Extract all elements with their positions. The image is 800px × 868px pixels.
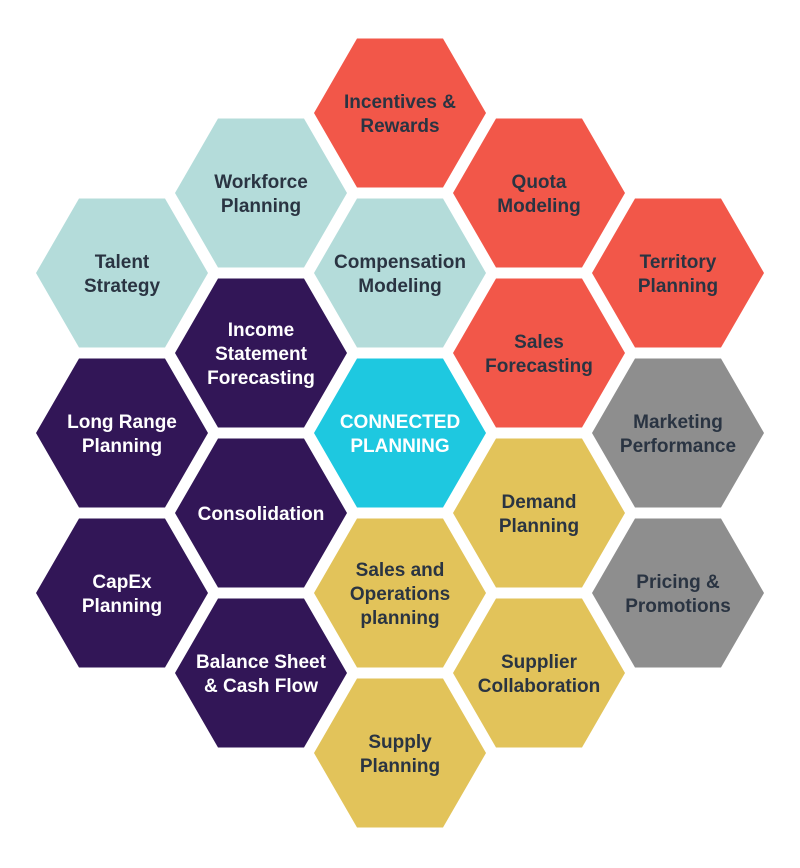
hexagon-marketing-performance xyxy=(592,358,764,508)
hex-label-consolidation-line-1: Consolidation xyxy=(198,504,325,525)
hex-cell-consolidation: Consolidation xyxy=(175,438,347,588)
hex-label-long-range-planning-line-1: Long Range xyxy=(67,412,177,433)
hexagon-capex-planning xyxy=(36,518,208,668)
hex-cell-incentives-rewards: Incentives & Rewards xyxy=(314,38,486,188)
hex-label-sales-and-operations-planning-line-3: planning xyxy=(360,608,439,629)
hex-label-sales-forecasting-line-1: Sales xyxy=(514,332,564,353)
hex-label-supply-planning-line-2: Planning xyxy=(360,756,440,777)
hex-label-capex-planning-line-1: CapEx xyxy=(92,572,152,593)
hex-label-compensation-modeling-line-1: Compensation xyxy=(334,252,466,273)
hex-label-supply-planning-line-1: Supply xyxy=(368,732,432,753)
hexagon-pricing-promotions xyxy=(592,518,764,668)
hex-label-incentives-rewards-line-1: Incentives & xyxy=(344,92,456,113)
hexagon-supply-planning xyxy=(314,678,486,828)
hex-label-compensation-modeling-line-2: Modeling xyxy=(358,276,441,297)
hex-label-balance-sheet-cash-flow-line-2: & Cash Flow xyxy=(204,676,318,697)
hex-label-supplier-collaboration-line-2: Collaboration xyxy=(478,676,600,697)
hex-label-territory-planning-line-1: Territory xyxy=(640,252,717,273)
hexagon-supplier-collaboration xyxy=(453,598,625,748)
hex-label-pricing-promotions-line-1: Pricing & xyxy=(636,572,720,593)
hex-label-quota-modeling-line-2: Modeling xyxy=(497,196,580,217)
hexagon-consolidation xyxy=(175,438,347,588)
hex-label-demand-planning-line-2: Planning xyxy=(499,516,579,537)
hex-label-talent-strategy-line-2: Strategy xyxy=(84,276,160,297)
hex-cell-balance-sheet-cash-flow: Balance Sheet & Cash Flow xyxy=(175,598,347,748)
hexagon-demand-planning xyxy=(453,438,625,588)
hex-label-sales-and-operations-planning-line-2: Operations xyxy=(350,584,450,605)
hex-label-supplier-collaboration-line-1: Supplier xyxy=(501,652,578,673)
hex-label-quota-modeling-line-1: Quota xyxy=(512,172,567,193)
hex-label-territory-planning-line-2: Planning xyxy=(638,276,718,297)
hex-label-income-statement-forecasting-line-3: Forecasting xyxy=(207,368,315,389)
hex-label-pricing-promotions-line-2: Promotions xyxy=(625,596,731,617)
hexagon-sales-and-operations-planning xyxy=(314,518,486,668)
hex-label-demand-planning-line-1: Demand xyxy=(502,492,577,513)
hex-label-marketing-performance-line-1: Marketing xyxy=(633,412,723,433)
hex-label-workforce-planning-line-1: Workforce xyxy=(214,172,308,193)
hex-label-talent-strategy-line-1: Talent xyxy=(95,252,150,273)
hex-label-workforce-planning-line-2: Planning xyxy=(221,196,301,217)
hexagon-sales-forecasting xyxy=(453,278,625,428)
hexagon-workforce-planning xyxy=(175,118,347,268)
hex-label-connected-planning-line-2: PLANNING xyxy=(350,436,449,457)
hex-label-incentives-rewards-line-2: Rewards xyxy=(360,116,439,137)
hex-label-income-statement-forecasting-line-2: Statement xyxy=(215,344,308,365)
hex-label-capex-planning-line-2: Planning xyxy=(82,596,162,617)
hex-cell-pricing-promotions: Pricing & Promotions xyxy=(592,518,764,668)
hexagon-quota-modeling xyxy=(453,118,625,268)
hex-label-marketing-performance-line-2: Performance xyxy=(620,436,736,457)
hex-label-sales-forecasting-line-2: Forecasting xyxy=(485,356,593,377)
hex-label-balance-sheet-cash-flow-line-1: Balance Sheet xyxy=(196,652,327,673)
hexagon-talent-strategy xyxy=(36,198,208,348)
hex-label-connected-planning-line-1: CONNECTED xyxy=(340,412,460,433)
hex-cell-connected-planning: CONNECTED PLANNING xyxy=(314,358,486,508)
hexagon-long-range-planning xyxy=(36,358,208,508)
hexagon-incentives-rewards xyxy=(314,38,486,188)
hex-label-sales-and-operations-planning-line-1: Sales and xyxy=(356,560,445,581)
hexagon-connected-planning xyxy=(314,358,486,508)
hexagon-balance-sheet-cash-flow xyxy=(175,598,347,748)
hexagon-territory-planning xyxy=(592,198,764,348)
hex-label-long-range-planning-line-2: Planning xyxy=(82,436,162,457)
hex-label-income-statement-forecasting-line-1: Income xyxy=(228,320,295,341)
hexagon-income-statement-forecasting xyxy=(175,278,347,428)
hexagon-compensation-modeling xyxy=(314,198,486,348)
